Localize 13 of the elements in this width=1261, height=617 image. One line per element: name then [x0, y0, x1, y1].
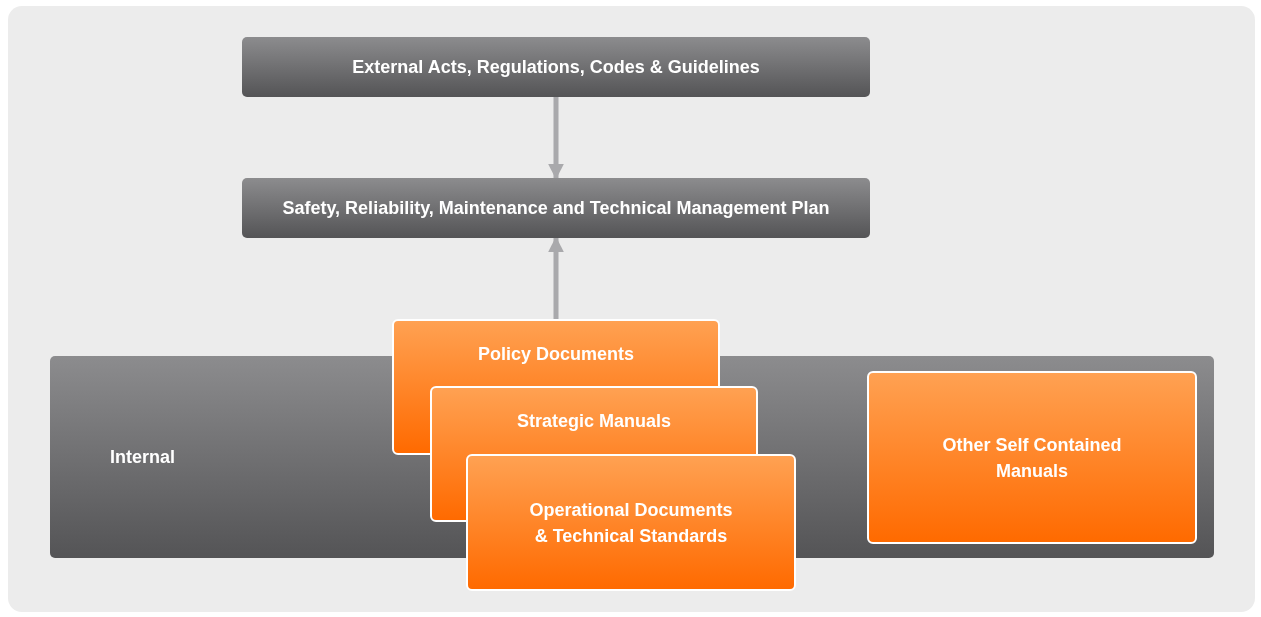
card-title: Policy Documents	[477, 343, 634, 366]
manual-box	[867, 371, 1197, 544]
source-box	[242, 37, 870, 97]
card-title: Operational Documents & Technical Standards	[528, 498, 734, 548]
box-title: Safety, Reliability, Maintenance and Technical Management Plan	[282, 197, 830, 220]
box-title: Other Self Contained Manuals	[941, 433, 1123, 483]
plan-box	[242, 178, 870, 238]
arrow	[548, 236, 564, 319]
arrow	[548, 97, 564, 180]
band-title: Internal	[110, 446, 175, 469]
box-title: External Acts, Regulations, Codes & Guidelines	[352, 56, 760, 79]
card-title: Strategic Manuals	[516, 410, 671, 433]
document-card	[466, 454, 796, 591]
